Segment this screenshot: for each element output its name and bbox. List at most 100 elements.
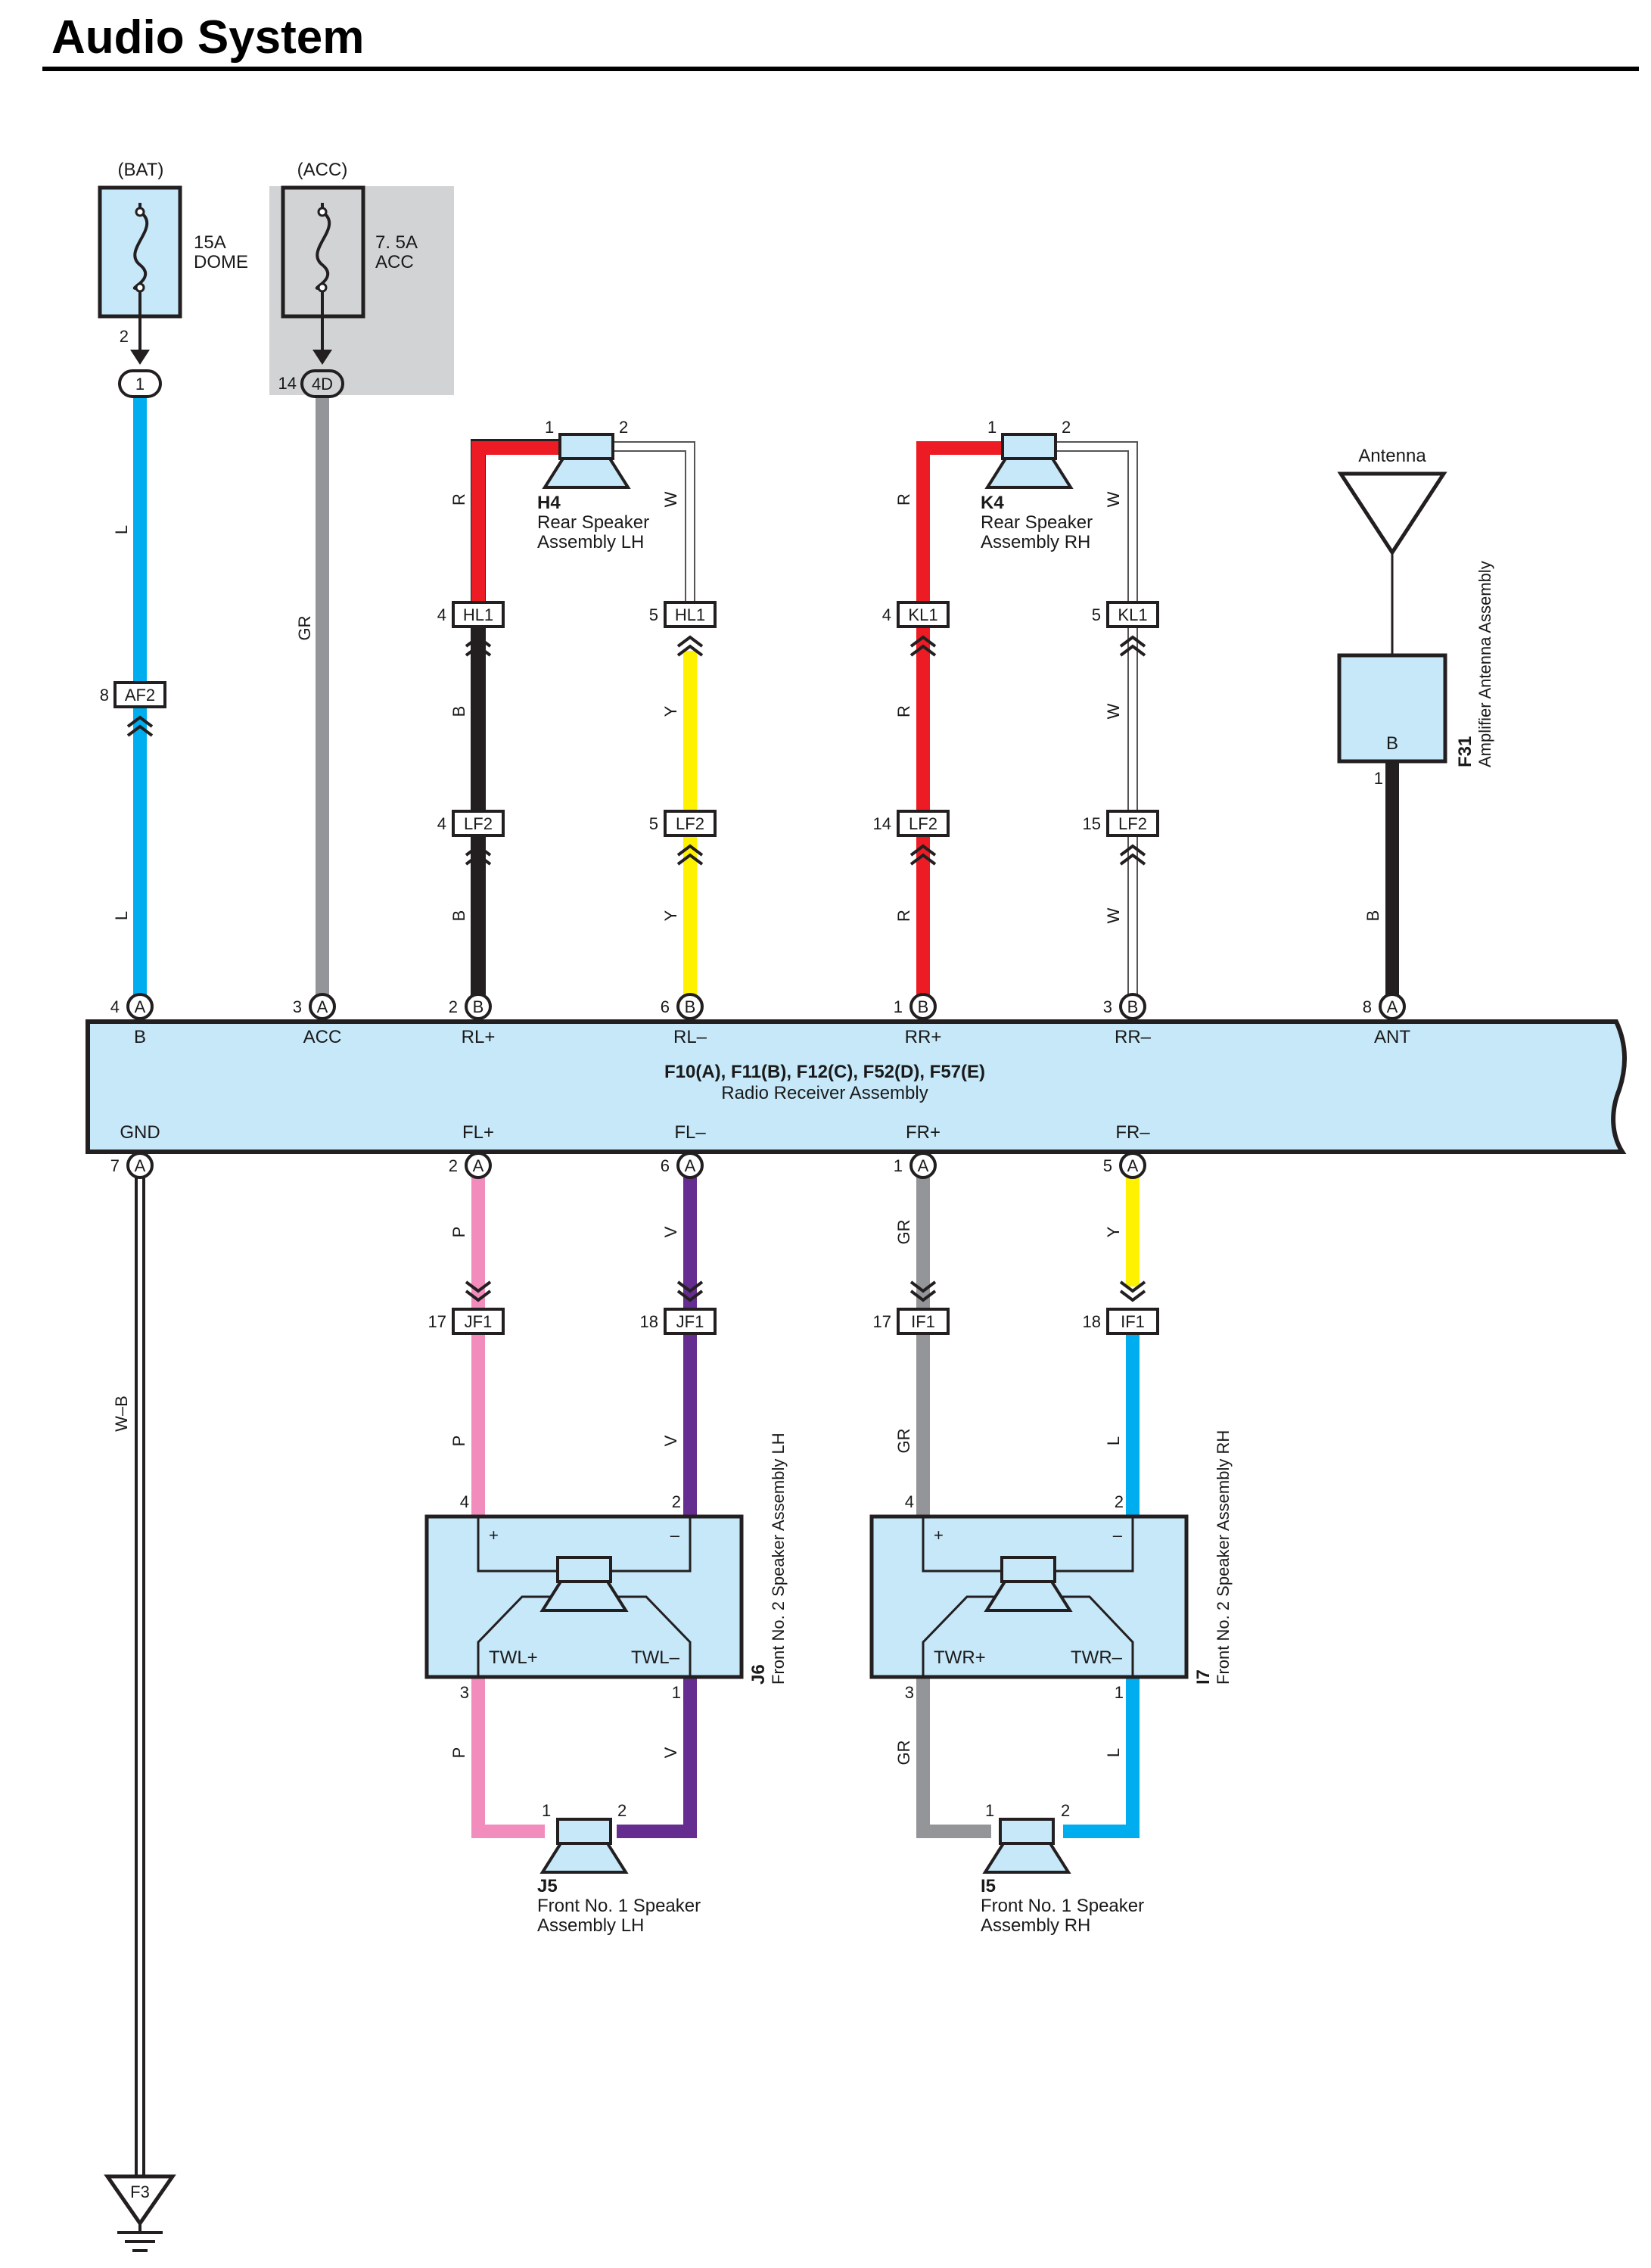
fuse-dome-name: DOME (194, 252, 248, 272)
svg-text:2: 2 (1115, 1492, 1124, 1511)
svg-text:J6: J6 (748, 1664, 769, 1685)
svg-text:7: 7 (110, 1156, 120, 1175)
svg-text:A: A (135, 997, 146, 1016)
inline-connectors: AF2 8 HL1 4 HL1 5 KL1 4 KL1 5 LF2 4 LF2 … (100, 601, 1159, 1335)
front2-speaker-rh: + – TWR+ TWR– 4 2 3 1 I7 Front No. 2 Spe… (869, 1430, 1233, 1702)
speaker-cone (539, 1842, 629, 1874)
radio-receiver: F10(A), F11(B), F12(C), F52(D), F57(E) R… (86, 993, 1627, 1179)
connector-if1-17-pin: 17 (873, 1312, 891, 1331)
radio-name: Radio Receiver Assembly (721, 1083, 928, 1103)
code-rl-minus-1: W (661, 491, 680, 507)
wire-fl-tw-plus (471, 1677, 545, 1838)
speaker-cone (542, 457, 631, 489)
svg-text:4: 4 (905, 1492, 914, 1511)
fuse-dome: (BAT) 15A DOME 2 1 (98, 160, 248, 398)
terminal-gnd (126, 1152, 154, 1179)
terminal-rl-minus (676, 993, 704, 1020)
code-rl-minus-2: Y (661, 705, 680, 717)
code-rl-plus-2: B (449, 706, 468, 717)
svg-text:–: – (670, 1526, 680, 1545)
code-fr-plus-2: GR (894, 1429, 913, 1454)
svg-text:B: B (473, 997, 484, 1016)
connector-lf2-15 (1106, 810, 1159, 837)
connector-if1-17 (897, 1308, 950, 1335)
terminal-rr-minus (1119, 993, 1146, 1020)
connector-hl1-4-pin: 4 (437, 605, 446, 624)
svg-text:6: 6 (661, 997, 670, 1016)
svg-text:RL–: RL– (673, 1027, 707, 1047)
ground-triangle-icon (104, 2174, 176, 2227)
svg-text:B: B (134, 1027, 146, 1047)
radio-connectors: F10(A), F11(B), F12(C), F52(D), F57(E) (664, 1062, 985, 1082)
terminal-fr-plus (909, 1152, 937, 1179)
svg-text:B: B (1127, 997, 1139, 1016)
fuse-acc-rating: 7. 5A (375, 232, 418, 253)
fuse-acc-pin: 14 (278, 374, 297, 393)
connector-lf2-4 (452, 810, 505, 837)
code-fr-minus-2: L (1104, 1436, 1123, 1445)
fuse-dome-icon (132, 203, 149, 318)
connector-lf2-5 (664, 810, 717, 837)
connector-hl1-5 (664, 601, 717, 628)
svg-text:3: 3 (1103, 997, 1112, 1016)
svg-text:Front No. 2 Speaker Assembly R: Front No. 2 Speaker Assembly RH (1214, 1430, 1233, 1685)
svg-text:2: 2 (672, 1492, 681, 1511)
code-fl-plus-3: P (449, 1747, 468, 1759)
code-fl-plus-1: P (449, 1227, 468, 1238)
speaker-icon (556, 1556, 612, 1583)
ground-label: F3 (130, 2182, 150, 2201)
code-gnd: W–B (112, 1395, 131, 1432)
svg-text:B: B (685, 997, 696, 1016)
wire-fl-tw-minus (617, 1677, 697, 1838)
connector-lf2-14 (897, 810, 950, 837)
svg-text:+: + (934, 1526, 944, 1545)
connector-if1-18-pin: 18 (1083, 1312, 1101, 1331)
svg-text:3: 3 (293, 997, 302, 1016)
connector-lf2-14-label: LF2 (909, 814, 937, 833)
rear-lh-name1: Rear Speaker (537, 512, 649, 533)
svg-text:I7: I7 (1193, 1669, 1214, 1685)
terminal-fl-minus (676, 1152, 704, 1179)
svg-text:2: 2 (1061, 1801, 1070, 1820)
code-rr-minus-3: W (1104, 907, 1123, 923)
rear-lh-pin2: 2 (619, 418, 628, 437)
connector-af2-label: AF2 (125, 686, 155, 705)
speaker-icon (1000, 1556, 1056, 1583)
svg-text:4: 4 (110, 997, 120, 1016)
svg-text:A: A (918, 1156, 929, 1175)
code-fl-plus-2: P (449, 1436, 468, 1447)
svg-text:5: 5 (1103, 1156, 1112, 1175)
code-fl-minus-2: V (661, 1435, 680, 1446)
rear-lh-code: H4 (537, 493, 561, 513)
connector-lf2-5-label: LF2 (676, 814, 704, 833)
connector-jf1-18 (664, 1308, 717, 1335)
connector-kl1-5-pin: 5 (1092, 605, 1101, 624)
connector-if1-17-label: IF1 (911, 1312, 935, 1331)
speaker-cone (539, 1580, 629, 1612)
connector-jf1-18-pin: 18 (640, 1312, 658, 1331)
radio-receiver-body (86, 1019, 1627, 1154)
rear-lh-name2: Assembly LH (537, 532, 644, 552)
svg-text:1: 1 (985, 1801, 994, 1820)
connector-kl1-4-pin: 4 (882, 605, 891, 624)
wire-rl-minus-upper (613, 443, 694, 613)
speaker-cone (984, 457, 1074, 489)
rear-speaker-rh: 1 2 K4 Rear Speaker Assembly RH (981, 418, 1093, 552)
wire-color-codes: L L GR R B B W Y Y R R R W W W B W–B P P… (112, 491, 1382, 1765)
connector-lf2-4-label: LF2 (464, 814, 493, 833)
connector-kl1-5-label: KL1 (1118, 605, 1147, 624)
page-title: Audio System (51, 11, 365, 64)
code-fr-minus-3: L (1104, 1748, 1123, 1757)
fuse-dome-source: (BAT) (118, 160, 164, 180)
wire-fr-tw-minus (1063, 1677, 1140, 1838)
terminal-b (126, 993, 154, 1020)
arrow-down-icon (130, 350, 150, 365)
svg-text:FR+: FR+ (906, 1122, 941, 1143)
svg-text:3: 3 (460, 1683, 469, 1702)
svg-text:1: 1 (542, 1801, 551, 1820)
rear-rh-pin1: 1 (987, 418, 997, 437)
svg-text:Assembly LH: Assembly LH (537, 1915, 644, 1936)
svg-text:2: 2 (449, 1156, 458, 1175)
wires (133, 395, 1399, 2176)
